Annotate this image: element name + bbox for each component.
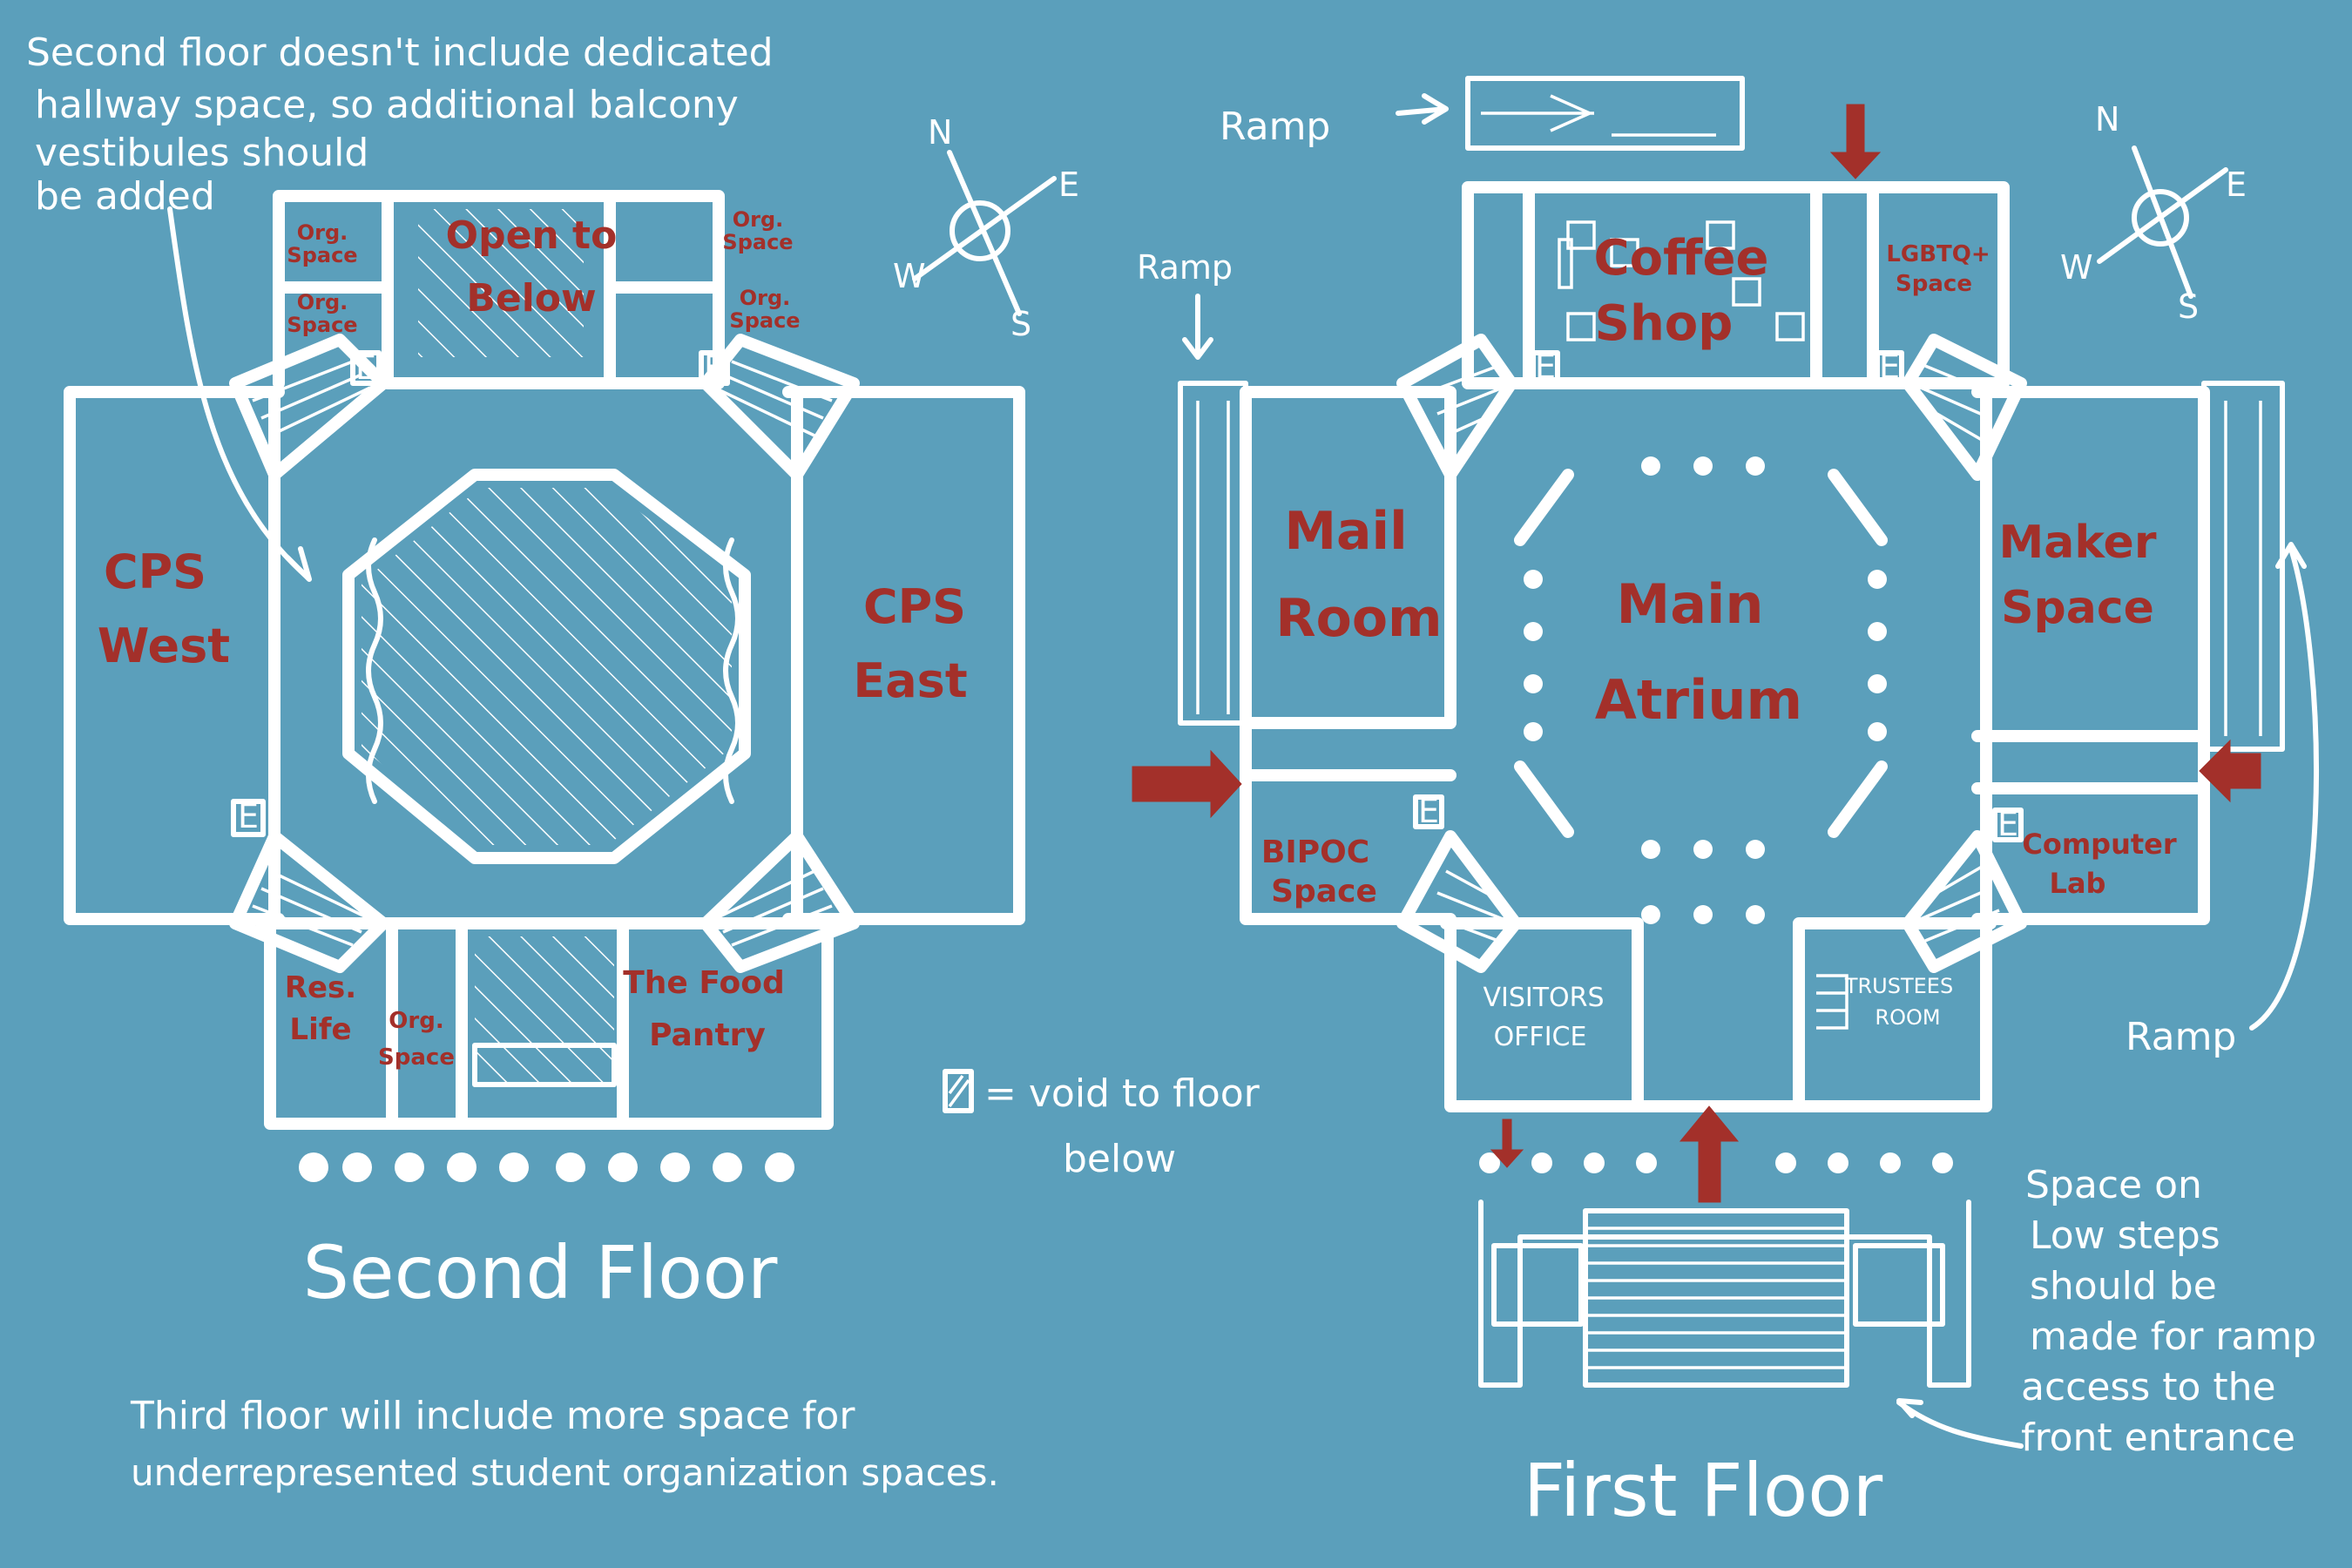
svg-text:= void to floor below: = void to floor below [984, 1071, 1272, 1181]
svg-text:S: S [2178, 287, 2199, 326]
svg-text:E: E [1997, 805, 2018, 843]
third-floor-note: Third floor will include more space for … [130, 1394, 999, 1494]
main-atrium-pillars [1514, 456, 1888, 924]
first-floor-title: First Floor [1524, 1448, 1883, 1533]
open-to-below-hatch [418, 209, 584, 357]
svg-text:E: E [1058, 166, 1079, 204]
second-floor-south-wing-wall [255, 917, 842, 1130]
void-legend-swatch [943, 1069, 974, 1113]
first-floor-portico-columns [1479, 1152, 1953, 1173]
compass-rose-second-floor: N E S W [893, 113, 1079, 343]
svg-text:E: E [1418, 792, 1439, 830]
first-floor-south-wing-wall [1440, 917, 1997, 1112]
legend: = void to floor below [943, 1069, 1272, 1181]
second-floor-plan: E E E Org.Space Org.Space Org.Space Org.… [64, 190, 1025, 1315]
ramp-label-north: Ramp [1220, 105, 1330, 149]
front-steps [1478, 1200, 1971, 1388]
east-ramp [2201, 381, 2285, 752]
elevator-icon [350, 350, 382, 386]
svg-text:E: E [1535, 348, 1556, 386]
entrance-arrows [1132, 104, 2261, 1203]
svg-text:E: E [704, 348, 725, 387]
svg-text:N: N [928, 113, 952, 152]
north-ramp [1465, 76, 1745, 151]
stair-nw [229, 334, 389, 481]
first-floor-north-wing-wall [1462, 181, 2010, 389]
stair-nw [1396, 334, 1517, 481]
svg-text:E: E [2226, 166, 2247, 204]
org-space-label: Org.Space [287, 290, 357, 337]
svg-text:S: S [1010, 305, 1031, 343]
org-space-label: Org.Space [722, 207, 793, 254]
mail-room-wall [1240, 386, 1456, 925]
stair-ne [1902, 334, 2027, 481]
stair-sw [229, 830, 389, 973]
res-life-label: Res.Life [285, 970, 356, 1047]
lgbtq-space-label: LGBTQ+Space [1886, 241, 1990, 297]
svg-text:W: W [2060, 248, 2093, 287]
elevator-icon [699, 350, 730, 386]
ramp-label-east: Ramp [2126, 1015, 2236, 1059]
low-steps-note: Space on Low steps should be made for ra… [2021, 1163, 2328, 1460]
org-space-label: Org.Space [378, 1008, 455, 1071]
ramp-label-west: Ramp [1137, 248, 1233, 287]
stair-se [700, 830, 860, 973]
svg-text:N: N [2095, 100, 2119, 139]
org-space-label: Org.Space [287, 220, 357, 267]
stair-se [1902, 830, 2027, 973]
svg-text:E: E [355, 348, 376, 387]
second-floor-octagon-void [342, 469, 751, 864]
second-floor-title: Second Floor [303, 1230, 778, 1315]
compass-rose-first-floor: N E S W [2060, 100, 2247, 326]
elevator-icon [231, 799, 266, 837]
south-void-hatch [475, 936, 614, 1085]
org-space-label: Org.Space [729, 286, 800, 333]
second-floor-hallway-note: Second floor doesn't include dedicated h… [26, 30, 786, 219]
note-leader-arrow [167, 206, 308, 578]
svg-text:W: W [893, 257, 926, 295]
low-steps-leader-arrow [1896, 1398, 2024, 1449]
second-floor-portico-columns [299, 1152, 794, 1182]
svg-text:E: E [1879, 348, 1900, 386]
west-ramp [1178, 381, 1248, 726]
svg-text:E: E [238, 797, 259, 835]
stair-ne [700, 334, 860, 481]
